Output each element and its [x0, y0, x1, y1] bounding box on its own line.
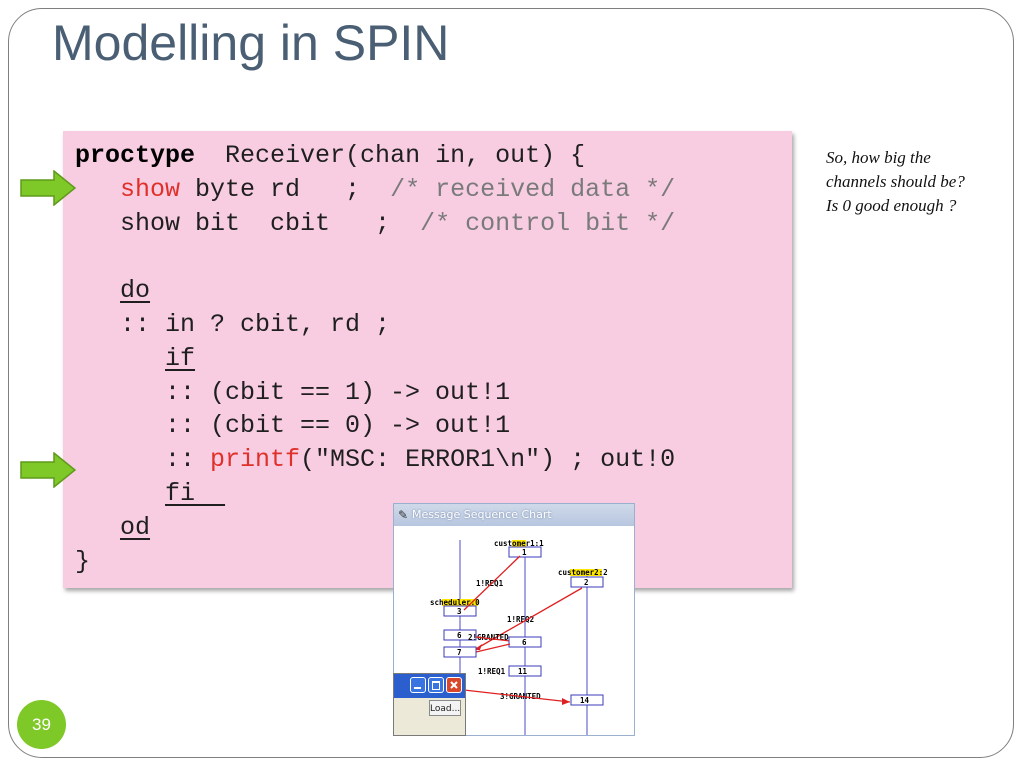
code-text: :: (cbit == 1) -> out!1 [75, 377, 511, 407]
close-icon [450, 681, 458, 689]
message-label: 1!REQ2 [507, 615, 534, 624]
code-text: byte rd ; [180, 174, 391, 204]
code-line-3: show bit cbit ; /* control bit */ [75, 207, 675, 241]
state-box-label: 2 [584, 578, 589, 587]
code-comment: /* control bit */ [420, 208, 676, 238]
state-box-label: 14 [580, 696, 590, 705]
pen-icon: ✎ [398, 508, 409, 522]
printf-keyword: printf [210, 445, 301, 475]
code-line-13: } [75, 545, 675, 579]
state-box-label: 6 [522, 638, 527, 647]
load-button[interactable]: Load... [429, 700, 461, 716]
process-label: scheduler:0 [430, 598, 480, 607]
code-text: :: in ? cbit, rd ; [75, 309, 391, 339]
code-text: } [75, 546, 91, 576]
message-label: 1!REQ1 [478, 667, 506, 676]
code-text: Receiver(chan in, out) { [195, 141, 586, 170]
do-keyword: do [120, 276, 151, 306]
state-box-label: 1 [522, 548, 527, 557]
slide-title: Modelling in SPIN [52, 15, 450, 71]
msc-titlebar: ✎ Message Sequence Chart [394, 504, 634, 526]
fi-keyword: fi [165, 478, 226, 508]
indent [75, 276, 120, 305]
code-line-2: show byte rd ; /* received data */ [75, 173, 675, 207]
msc-diagram: customer1:1 1 customer2:2 2 scheduler:0 … [430, 539, 608, 735]
overlapping-window: Load... [393, 673, 466, 736]
message-label: 1!REQ1 [476, 579, 504, 588]
code-comment: /* received data */ [390, 174, 676, 204]
code-text: :: [75, 445, 211, 475]
proctype-keyword: proctype [75, 141, 196, 170]
if-keyword: if [165, 343, 196, 373]
code-line-blank [75, 240, 675, 274]
code-line-5: do [75, 274, 675, 308]
green-arrow-icon [20, 170, 76, 206]
od-keyword: od [120, 512, 151, 542]
state-box-label: 7 [457, 648, 462, 657]
code-line-11: fi [75, 477, 675, 511]
close-button[interactable] [446, 677, 462, 693]
indent [75, 175, 120, 204]
state-box-label: 6 [457, 631, 462, 640]
state-box-label: 11 [518, 667, 528, 676]
maximize-button[interactable] [428, 677, 444, 693]
slide-frame [8, 8, 1014, 758]
process-label: customer1:1 [494, 539, 544, 548]
process-label: customer2:2 [558, 568, 608, 577]
indent [75, 344, 165, 373]
code-listing: proctype Receiver(chan in, out) { show b… [75, 139, 675, 578]
minimize-button[interactable] [410, 677, 426, 693]
page-number-badge: 39 [17, 700, 66, 749]
window-titlebar [394, 674, 465, 698]
code-line-1: proctype Receiver(chan in, out) { [75, 139, 675, 173]
code-line-6: :: in ? cbit, rd ; [75, 308, 675, 342]
indent [75, 479, 165, 508]
indent [75, 513, 120, 542]
code-text: :: (cbit == 0) -> out!1 [75, 411, 511, 441]
message-label: 2!GRANTED [468, 633, 509, 642]
show-keyword: show [120, 174, 181, 204]
code-text: show bit cbit ; [75, 208, 421, 238]
code-line-12: od [75, 511, 675, 545]
msc-title: Message Sequence Chart [412, 508, 552, 521]
code-line-7: if [75, 342, 675, 376]
state-box-label: 3 [457, 607, 462, 616]
side-note: So, how big the channels should be? Is 0… [826, 148, 965, 215]
code-line-9: :: (cbit == 0) -> out!1 [75, 409, 675, 443]
code-line-8: :: (cbit == 1) -> out!1 [75, 376, 675, 410]
code-text: ("MSC: ERROR1\n") ; out!0 [300, 445, 676, 475]
green-arrow-icon [20, 452, 76, 488]
code-line-10: :: printf("MSC: ERROR1\n") ; out!0 [75, 443, 675, 477]
